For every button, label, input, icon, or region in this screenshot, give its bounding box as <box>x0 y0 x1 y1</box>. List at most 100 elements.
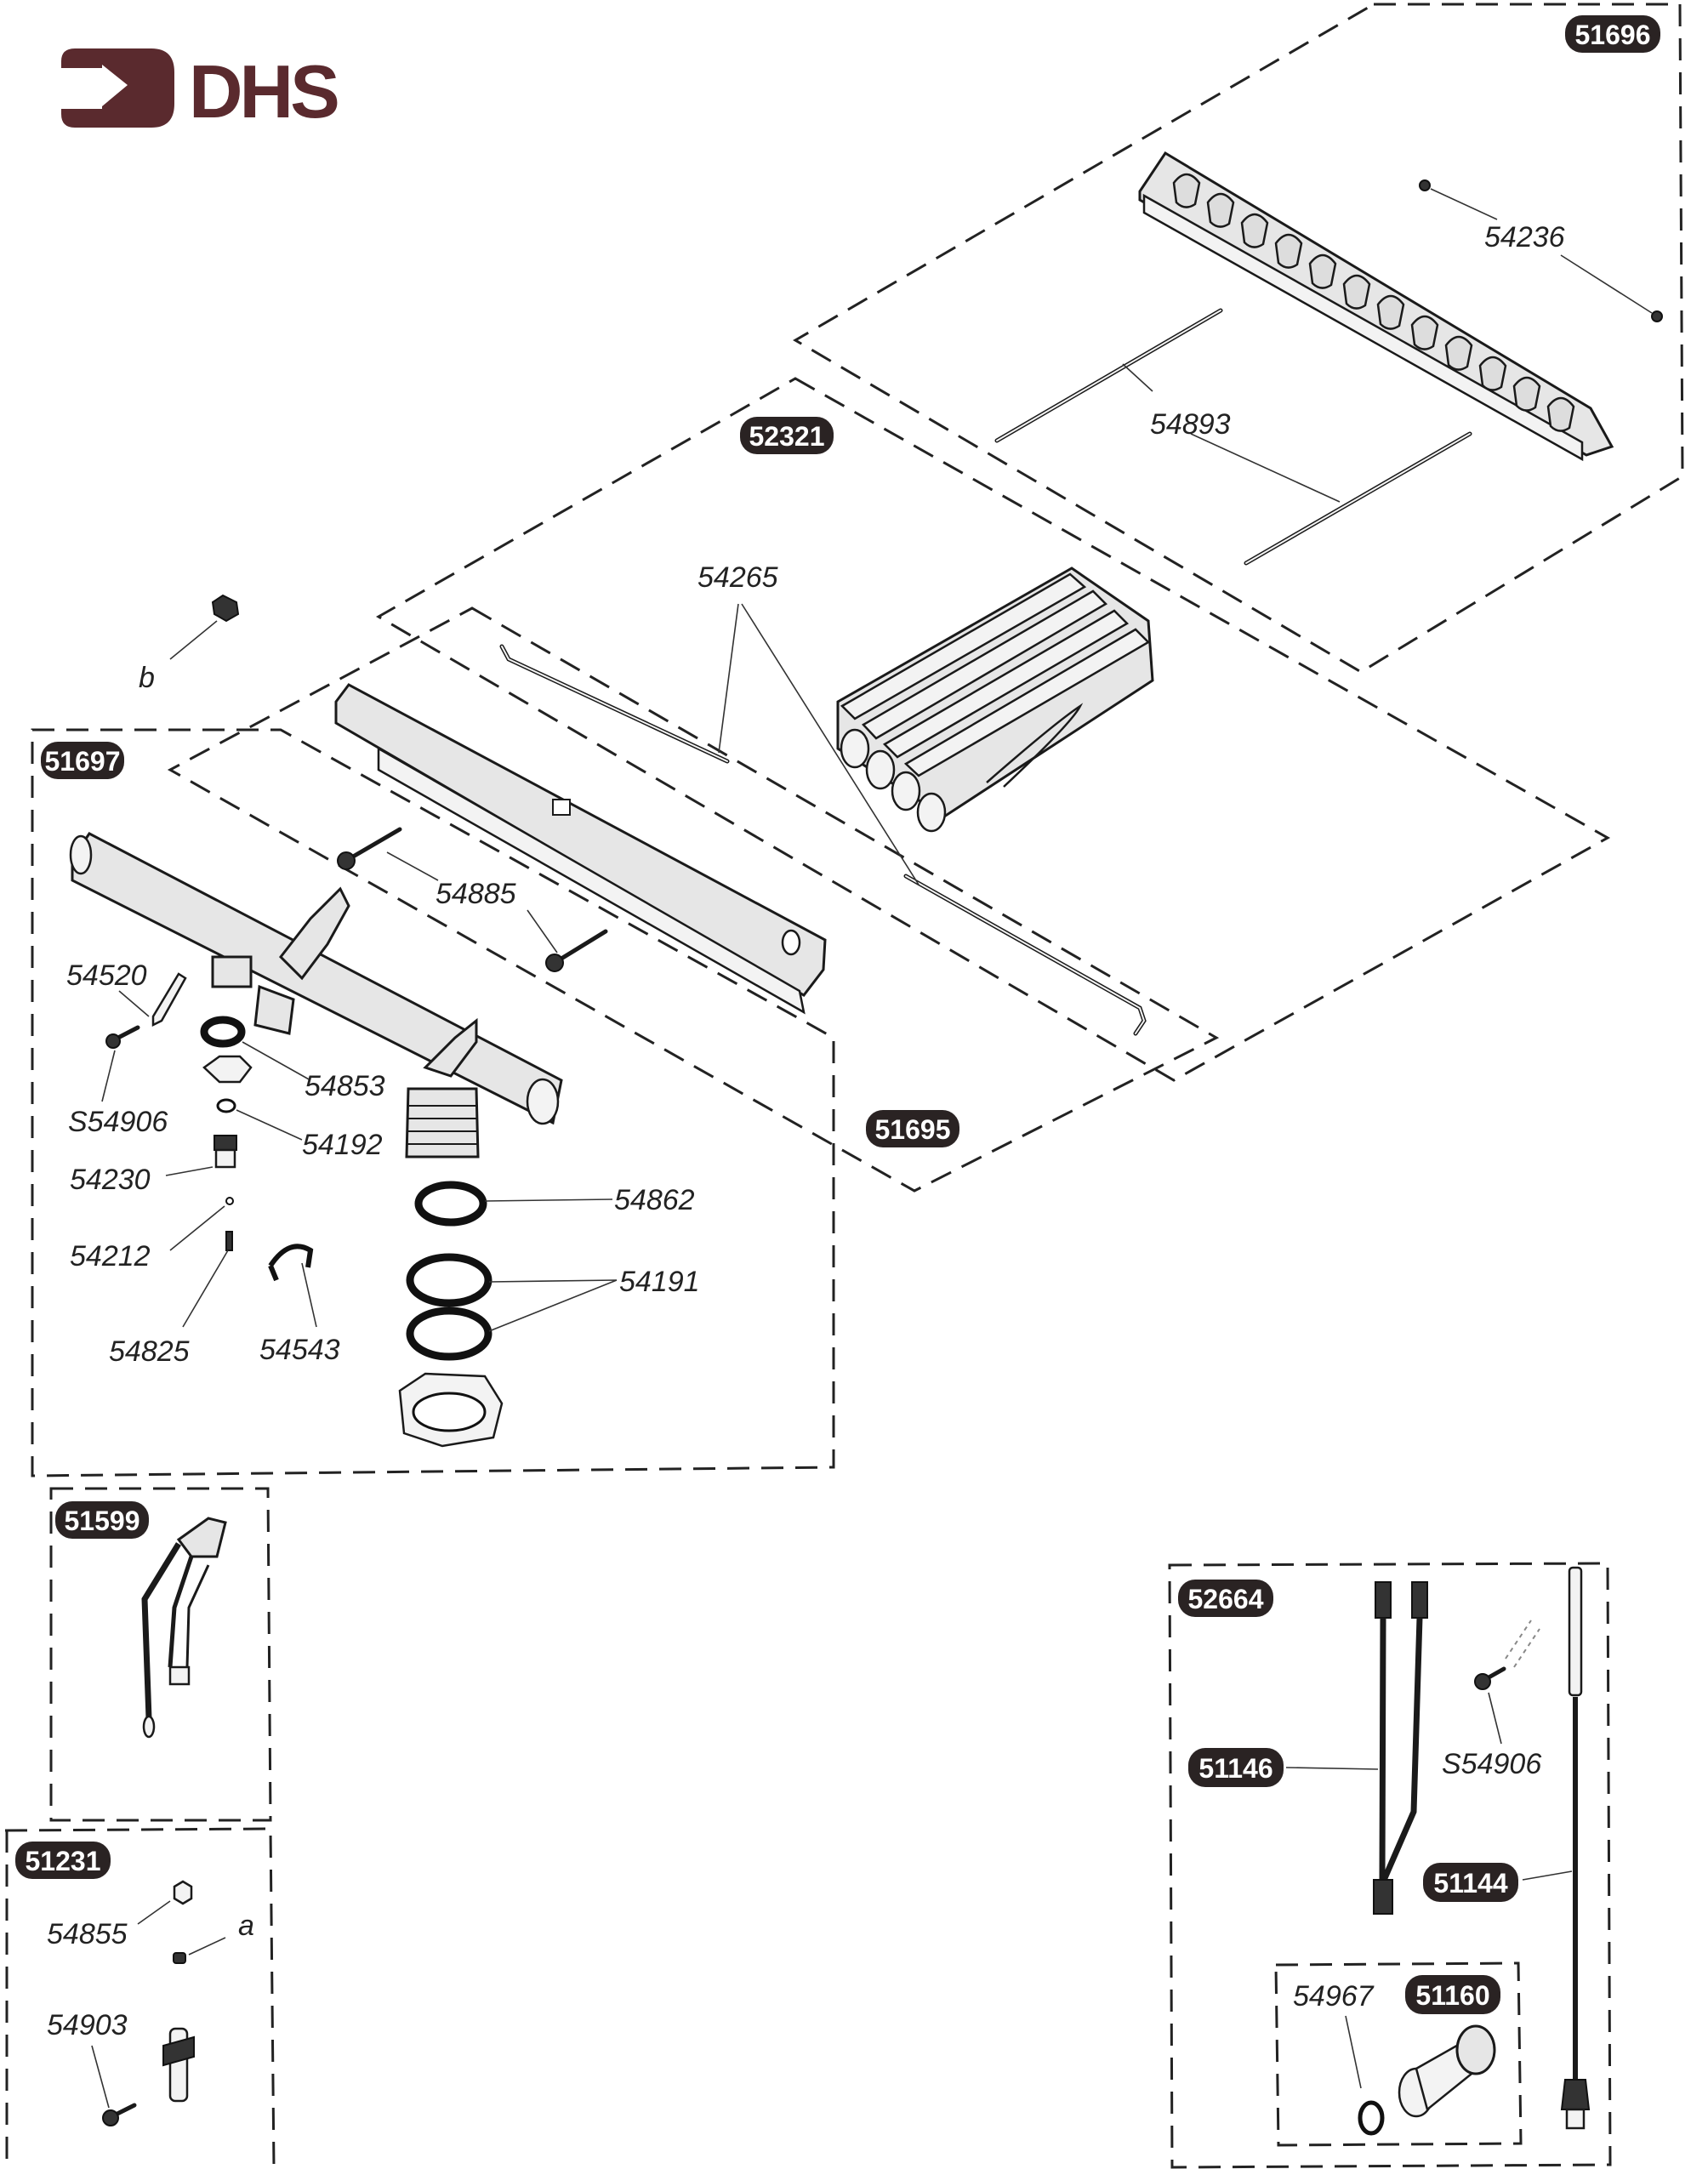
part-label-54903: 54903 <box>47 2009 128 2041</box>
nut-54855 <box>173 1880 193 1905</box>
screw-S54906-b <box>1474 1620 1540 1690</box>
svg-text:51160: 51160 <box>1415 1980 1489 2011</box>
leader-a <box>188 1937 226 1956</box>
spring-54825 <box>225 1231 233 1251</box>
badge-51695: 51695 <box>866 1110 959 1147</box>
leader-54893 <box>1122 363 1341 503</box>
pilot-burner-51599 <box>141 1517 227 1739</box>
ball-54212 <box>225 1197 234 1205</box>
leader-51144 <box>1522 1870 1573 1881</box>
injector-54230 <box>214 1135 237 1169</box>
badge-52664: 52664 <box>1178 1580 1273 1617</box>
leader-54520 <box>118 990 150 1017</box>
rod-54893-a <box>994 308 1223 443</box>
screw-54236-b <box>1651 310 1663 322</box>
gasket-54191-a <box>406 1253 492 1307</box>
clip-54543 <box>268 1244 314 1282</box>
rod-54265 <box>499 644 1147 1036</box>
screw-S54906-a <box>105 1025 140 1049</box>
burner-bar <box>334 683 827 1015</box>
badge-51160: 51160 <box>1405 1975 1500 2014</box>
leader-54192 <box>236 1109 303 1141</box>
svg-text:52321: 52321 <box>749 421 825 452</box>
part-label-54853: 54853 <box>305 1070 385 1102</box>
leader-54903 <box>91 2045 110 2109</box>
screw-54885-b <box>545 929 608 972</box>
part-label-54236: 54236 <box>1484 221 1565 253</box>
part-label-54967: 54967 <box>1293 1980 1375 2012</box>
part-label-S54906-b: S54906 <box>1442 1748 1541 1780</box>
part-label-54230: 54230 <box>70 1164 151 1196</box>
callout-b: b <box>139 662 155 694</box>
svg-text:51231: 51231 <box>26 1846 101 1876</box>
oring-54967 <box>1358 2100 1385 2136</box>
callout-a: a <box>238 1910 254 1942</box>
badge-51146: 51146 <box>1188 1748 1284 1787</box>
part-label-54191: 54191 <box>619 1266 700 1298</box>
assembly-outline-51160 <box>1274 1961 1523 2147</box>
badge-52321: 52321 <box>740 417 834 454</box>
part-label-54192: 54192 <box>302 1129 383 1161</box>
leader-54825 <box>182 1250 229 1328</box>
logo-arrow-icon <box>61 48 174 128</box>
part-label-54885: 54885 <box>436 878 516 910</box>
logo-text: DHS <box>189 49 338 134</box>
washer-54853 <box>200 1016 246 1048</box>
badge-51697: 51697 <box>41 742 124 779</box>
leader-S54906-b <box>1488 1692 1502 1745</box>
heat-exchanger-block <box>836 566 1154 833</box>
rod-54893-b <box>1244 431 1472 566</box>
assembly-outline-52321 <box>375 377 1611 1082</box>
badge-51696: 51696 <box>1565 15 1660 53</box>
gasket-54191-b <box>406 1307 492 1361</box>
assembly-outline-52664 <box>1168 1562 1612 2169</box>
svg-text:51696: 51696 <box>1575 20 1651 50</box>
assembly-outline-51696 <box>793 3 1684 674</box>
svg-text:51599: 51599 <box>65 1506 140 1536</box>
leader-54967 <box>1345 2015 1362 2089</box>
screw-54885-a <box>337 827 402 870</box>
wire-harness-51146 <box>1373 1581 1428 1915</box>
assembly-outline-51599 <box>49 1487 272 1822</box>
dhs-logo: DHS <box>61 48 341 134</box>
gasket-54862 <box>414 1181 487 1227</box>
badge-51599: 51599 <box>55 1501 149 1539</box>
leader-b <box>169 620 218 660</box>
part-label-54862: 54862 <box>614 1184 695 1216</box>
part-label-54855: 54855 <box>47 1918 128 1950</box>
thermocouple-connector <box>162 2027 195 2103</box>
part-label-54543: 54543 <box>259 1334 340 1366</box>
nut-a <box>173 1952 186 1964</box>
leader-S54906-a <box>101 1050 116 1102</box>
nut-hex <box>202 1055 253 1084</box>
leader-54212 <box>169 1205 225 1251</box>
leader-54236 <box>1430 188 1653 314</box>
leader-54543 <box>301 1262 317 1328</box>
part-label-54212: 54212 <box>70 1240 151 1272</box>
leader-54855 <box>137 1900 171 1925</box>
threaded-outlet <box>405 1087 480 1159</box>
svg-text:51695: 51695 <box>875 1114 951 1145</box>
svg-text:51697: 51697 <box>45 746 121 777</box>
leader-54885 <box>386 851 558 954</box>
leader-54862 <box>484 1198 613 1202</box>
svg-text:51146: 51146 <box>1198 1753 1272 1784</box>
bracket-54520 <box>151 972 187 1028</box>
assembly-outline-51695 <box>167 606 1220 1193</box>
screw-54903 <box>102 2103 137 2126</box>
assembly-outline-51231 <box>4 1827 276 2169</box>
leader-54853 <box>242 1041 311 1081</box>
leader-51146 <box>1285 1767 1379 1770</box>
part-label-54265: 54265 <box>697 561 778 594</box>
part-label-54893: 54893 <box>1150 408 1231 441</box>
leader-54230 <box>165 1166 214 1176</box>
part-label-54825: 54825 <box>109 1335 190 1368</box>
screw-54236-a <box>1419 179 1431 191</box>
part-label-54520: 54520 <box>66 959 147 992</box>
hex-locknut <box>398 1372 504 1448</box>
leader-54265 <box>718 603 919 885</box>
badge-51144: 51144 <box>1423 1863 1518 1902</box>
nut-b <box>211 594 240 623</box>
part-label-S54906-a: S54906 <box>68 1106 168 1138</box>
